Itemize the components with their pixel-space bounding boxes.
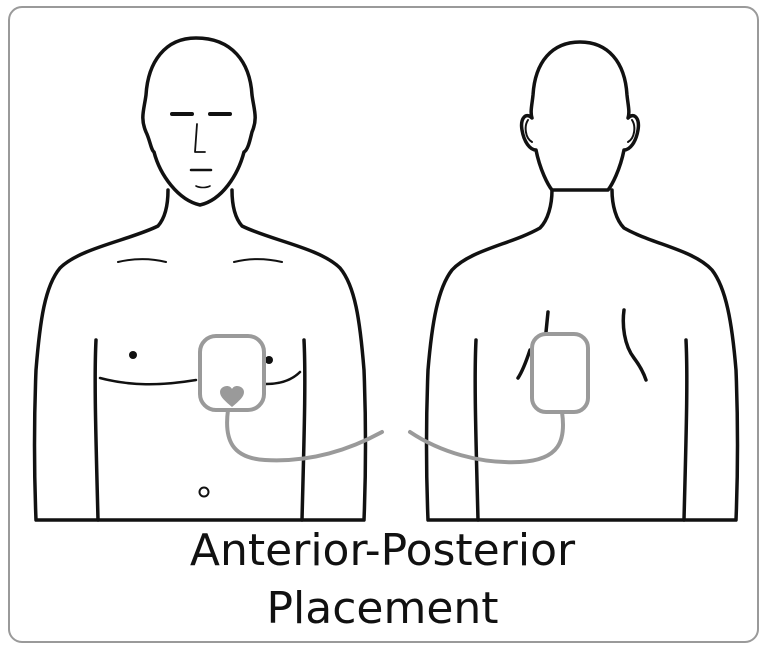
back-head [522, 42, 639, 190]
back-right-arm-line [684, 340, 687, 520]
back-left-arm-line [475, 340, 478, 520]
posterior-pad-cable [410, 412, 563, 462]
left-nipple [129, 351, 137, 359]
front-face [172, 114, 230, 188]
right-nipple [265, 356, 273, 364]
right-ear [628, 120, 634, 142]
navel [200, 488, 209, 497]
front-torso [35, 38, 366, 520]
posterior-pad [410, 334, 588, 462]
right-collarbone [234, 259, 282, 262]
left-collarbone [118, 259, 166, 262]
right-pectoral-line [266, 372, 300, 384]
front-left-arm-line [95, 340, 98, 520]
caption-line-2: Placement [0, 584, 765, 634]
front-right-arm-line [302, 340, 305, 520]
chin-line [196, 186, 210, 188]
back-torso [427, 42, 738, 520]
nose [195, 124, 205, 152]
left-pectoral-line [100, 378, 196, 384]
right-scapula [623, 310, 646, 380]
caption-line-1: Anterior-Posterior [0, 526, 765, 576]
left-ear [526, 120, 532, 142]
front-head [143, 38, 255, 205]
